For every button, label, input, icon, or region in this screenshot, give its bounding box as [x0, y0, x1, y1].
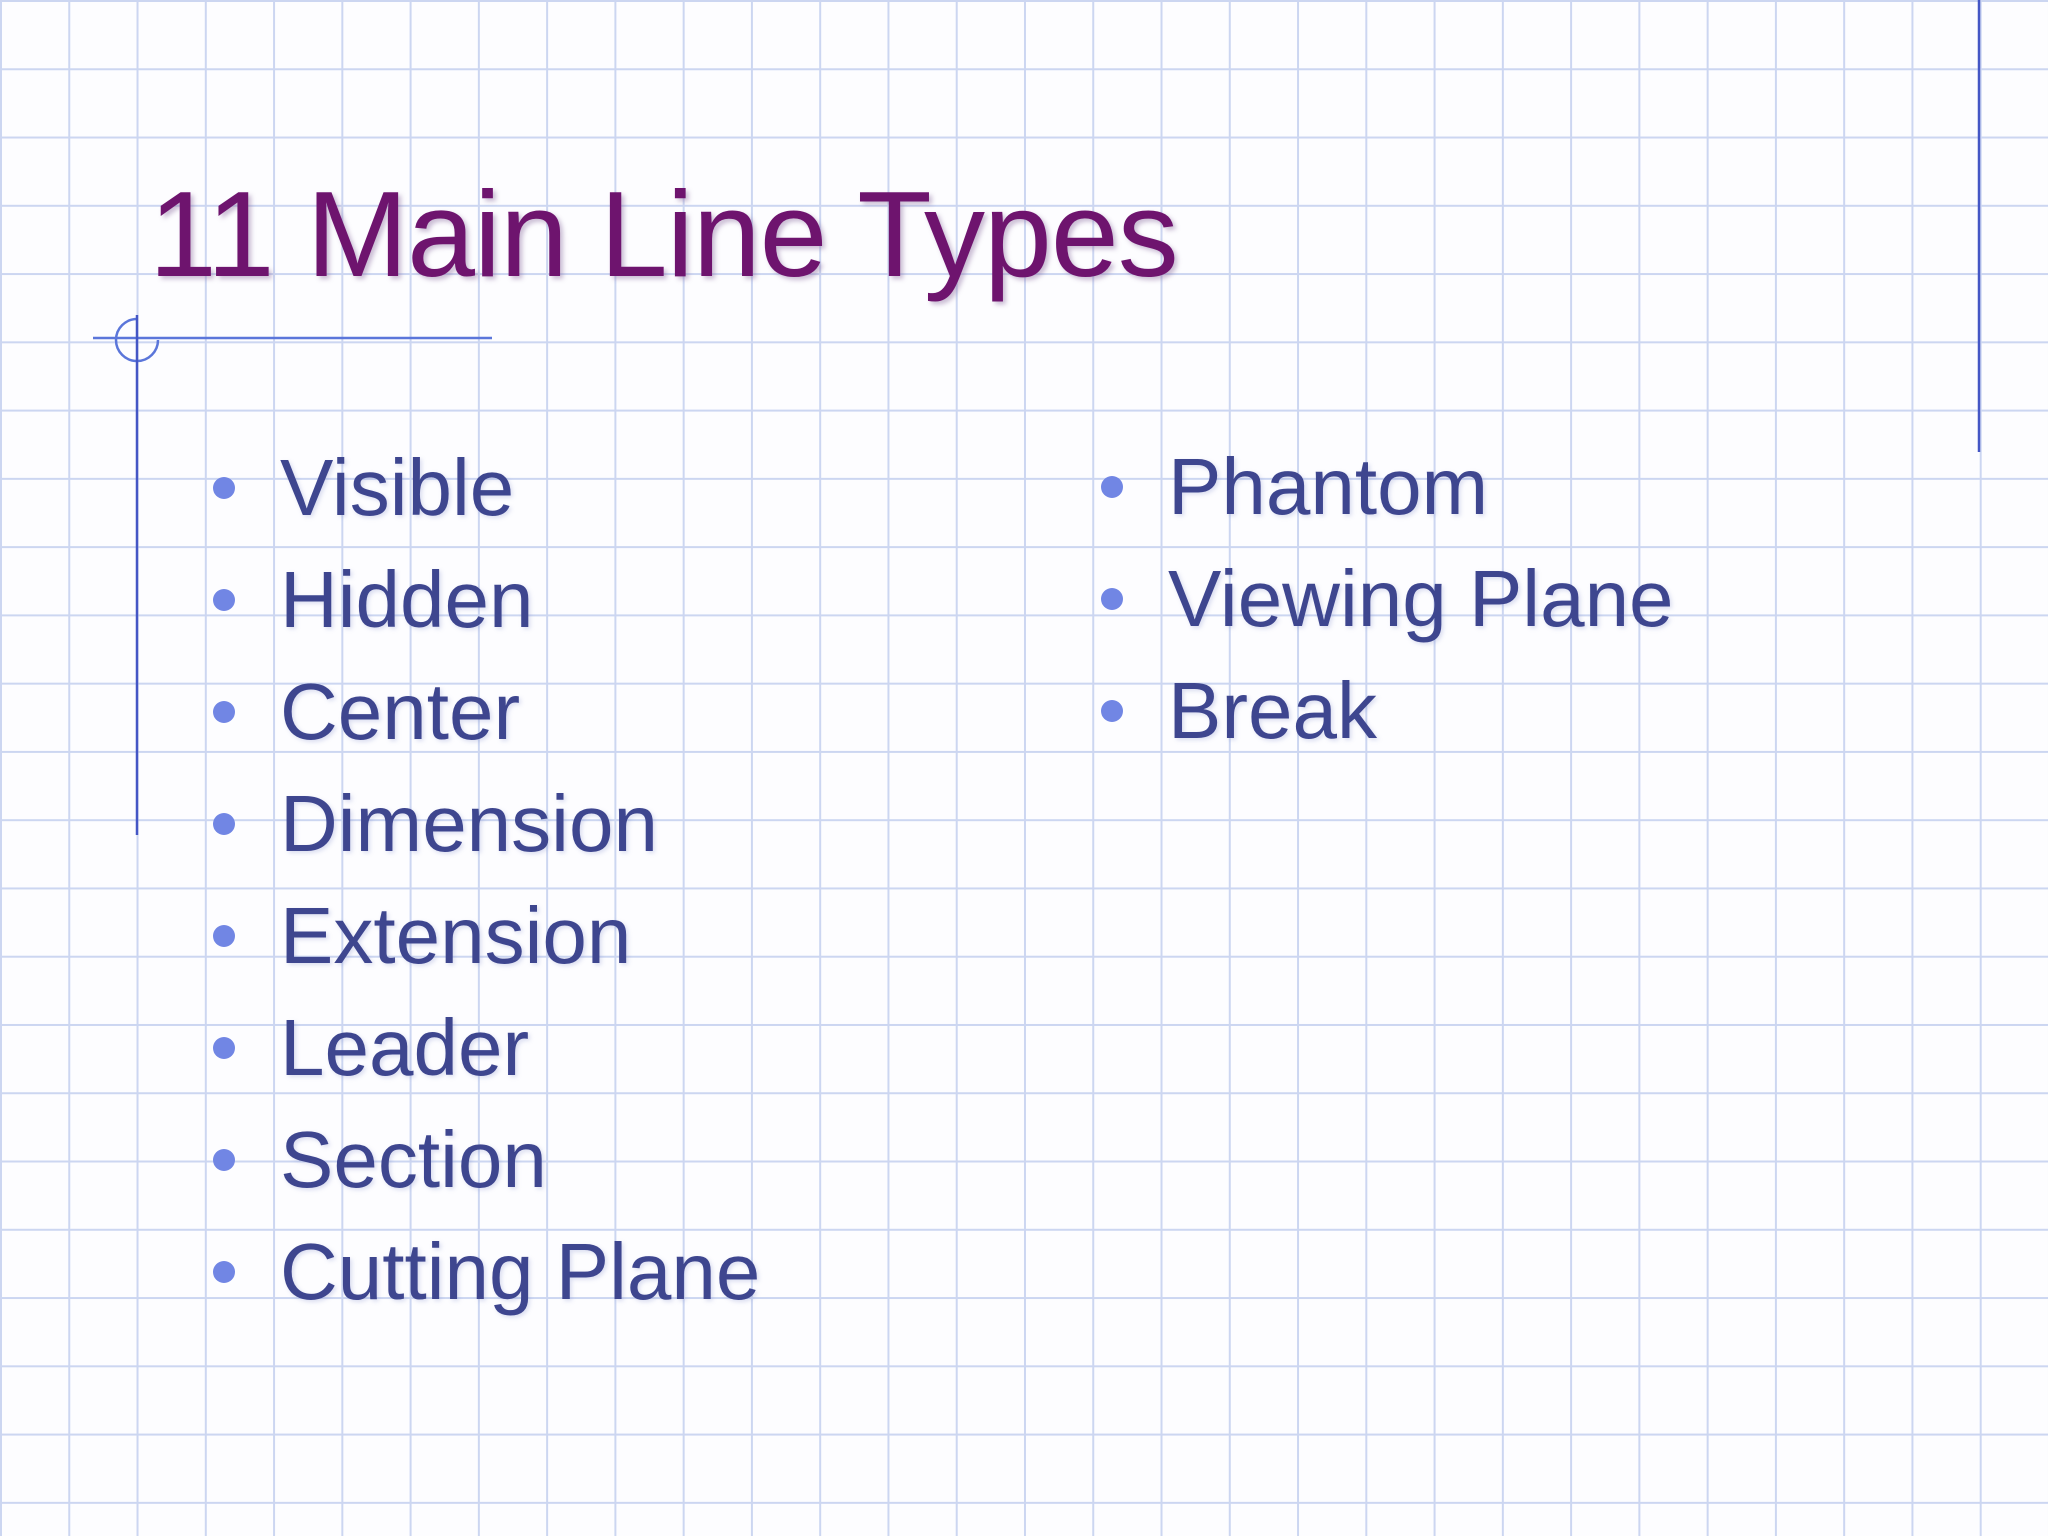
list-item: Center	[213, 656, 760, 768]
line-type-label: Leader	[280, 1003, 530, 1092]
bullet-icon	[213, 589, 235, 611]
compass-circle	[114, 317, 160, 363]
list-item: Phantom	[1101, 431, 1674, 543]
page-title: 11 Main Line Types	[149, 166, 1179, 302]
list-item: Section	[213, 1104, 760, 1216]
list-item: Break	[1101, 655, 1674, 767]
list-item: Cutting Plane	[213, 1216, 760, 1328]
bullet-icon	[213, 1149, 235, 1171]
line-type-label: Section	[280, 1115, 547, 1204]
line-type-label: Viewing Plane	[1168, 554, 1674, 643]
line-type-label: Visible	[280, 443, 515, 532]
line-type-label: Extension	[280, 891, 632, 980]
bullet-icon	[213, 925, 235, 947]
list-item: Hidden	[213, 544, 760, 656]
line-type-label: Hidden	[280, 555, 534, 644]
list-item: Extension	[213, 880, 760, 992]
bullet-icon	[213, 1037, 235, 1059]
bullet-icon	[1101, 588, 1123, 610]
line-type-label: Break	[1168, 666, 1377, 755]
bullet-icon	[213, 813, 235, 835]
line-type-label: Phantom	[1168, 442, 1489, 531]
list-item: Visible	[213, 432, 760, 544]
list-item: Viewing Plane	[1101, 543, 1674, 655]
line-type-label: Center	[280, 667, 521, 756]
bullet-icon	[1101, 476, 1123, 498]
bullet-icon	[1101, 700, 1123, 722]
list-item: Dimension	[213, 768, 760, 880]
line-type-label: Dimension	[280, 779, 658, 868]
list-item: Leader	[213, 992, 760, 1104]
bullet-icon	[213, 1261, 235, 1283]
bullet-icon	[213, 477, 235, 499]
bullet-icon	[213, 701, 235, 723]
line-type-label: Cutting Plane	[280, 1227, 761, 1316]
